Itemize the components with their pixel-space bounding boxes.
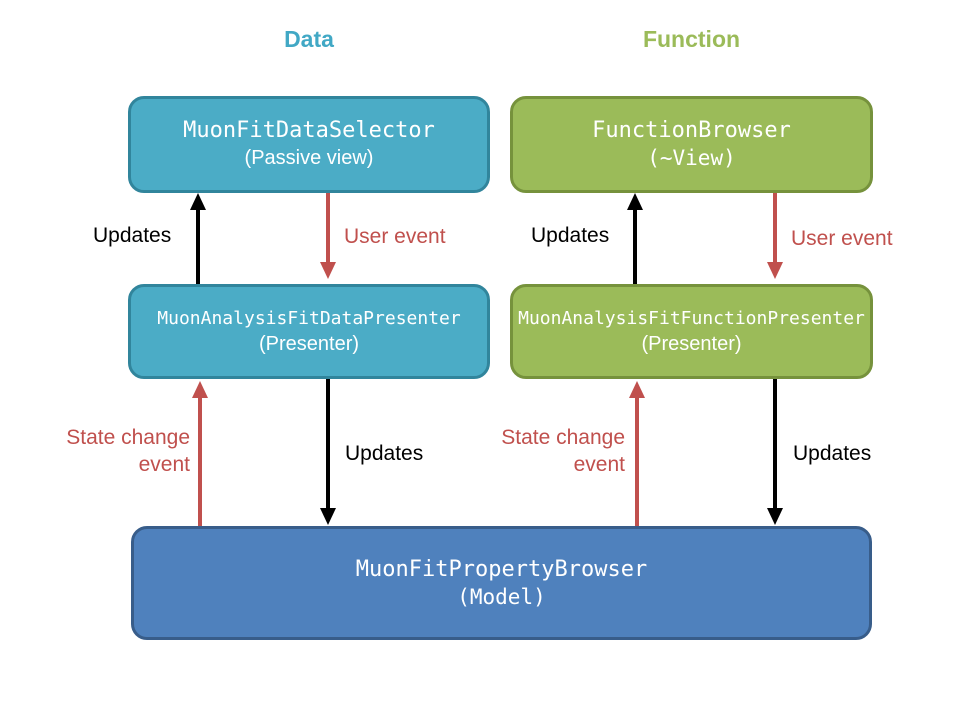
node-muon-fit-data-selector: MuonFitDataSelector (Passive view) — [128, 96, 490, 193]
label-user-event-data: User event — [344, 225, 446, 248]
node-muon-analysis-fit-data-presenter: MuonAnalysisFitDataPresenter (Presenter) — [128, 284, 490, 379]
node-subtitle: (Presenter) — [641, 332, 742, 355]
node-function-browser: FunctionBrowser (~View) — [510, 96, 873, 193]
node-title: FunctionBrowser — [592, 118, 791, 143]
node-subtitle: (~View) — [647, 146, 736, 170]
node-muon-fit-property-browser: MuonFitPropertyBrowser (Model) — [131, 526, 872, 640]
label-updates-function-model: Updates — [793, 442, 872, 465]
label-updates-data-view: Updates — [93, 224, 172, 247]
arrow-function-state-change-up — [629, 381, 645, 526]
node-subtitle: (Passive view) — [244, 147, 374, 169]
label-state-change-data: State change event — [40, 424, 190, 478]
arrow-data-user-event-down — [320, 193, 336, 279]
label-line-2: event — [573, 453, 625, 476]
arrow-function-model-updates-down — [767, 379, 783, 525]
label-state-change-function: State change event — [475, 424, 625, 478]
node-title: MuonFitPropertyBrowser — [355, 556, 648, 582]
label-updates-function-view: Updates — [531, 224, 610, 247]
node-title: MuonAnalysisFitFunctionPresenter — [518, 307, 865, 329]
label-user-event-function: User event — [791, 227, 893, 250]
node-title: MuonAnalysisFitDataPresenter — [157, 307, 461, 329]
node-subtitle: (Presenter) — [258, 332, 360, 355]
node-subtitle: (Model) — [457, 584, 546, 609]
arrow-function-user-event-down — [767, 193, 783, 279]
arrow-data-updates-up — [190, 193, 206, 284]
label-line-1: State change — [66, 426, 190, 449]
arrow-data-model-updates-down — [320, 379, 336, 525]
data-column-header: Data — [284, 26, 334, 52]
function-column-header: Function — [642, 26, 741, 52]
node-title: MuonFitDataSelector — [183, 118, 435, 143]
arrow-data-state-change-up — [192, 381, 208, 526]
label-updates-data-model: Updates — [345, 442, 424, 465]
label-line-2: event — [138, 453, 190, 476]
node-muon-analysis-fit-function-presenter: MuonAnalysisFitFunctionPresenter (Presen… — [510, 284, 873, 379]
label-line-1: State change — [501, 426, 625, 449]
arrow-function-updates-up — [627, 193, 643, 284]
